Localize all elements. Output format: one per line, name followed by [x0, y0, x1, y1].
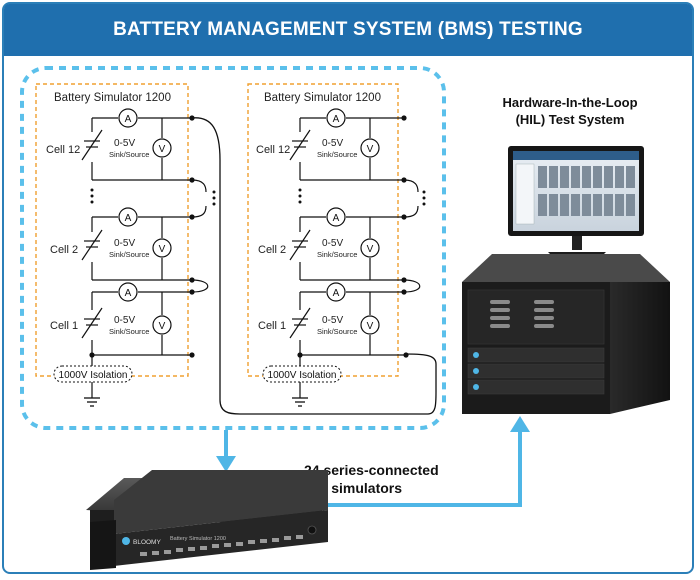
ammeter-label: A [333, 114, 340, 125]
ammeter-label: A [125, 288, 132, 299]
isolation-label: 1000V Isolation [59, 370, 128, 381]
cell-label: Cell 1 [50, 320, 78, 332]
voltmeter-label: V [367, 321, 374, 332]
page-title: BATTERY MANAGEMENT SYSTEM (BMS) TESTING [113, 19, 583, 40]
battery-simulator-device: BLOOMY Battery Simulator 1200 [86, 470, 328, 570]
monitor [508, 146, 644, 260]
cell-mode: Sink/Source [317, 250, 357, 259]
voltmeter [360, 315, 380, 335]
ammeter-label: A [125, 213, 132, 224]
simulator-title: Battery Simulator 1200 [54, 92, 171, 104]
link-arc [403, 205, 419, 218]
caption-line1: 24 series-connected [304, 462, 439, 478]
cell-source: 0-5V [322, 315, 343, 326]
caption-line2: cell simulators [304, 480, 402, 496]
cell-label: Cell 2 [258, 244, 286, 256]
device-model: Battery Simulator 1200 [170, 536, 226, 542]
link-arc [191, 205, 207, 218]
link-arc [191, 179, 207, 193]
link-arc [403, 279, 421, 293]
ground-icon [84, 397, 100, 407]
cell-label: Cell 12 [46, 144, 80, 156]
link-arc [191, 279, 209, 293]
cell-group-12 [81, 117, 192, 181]
ellipsis-dots [90, 188, 216, 206]
ammeter-label: A [125, 114, 132, 125]
cell-source: 0-5V [114, 138, 135, 149]
cell-mode: Sink/Source [109, 150, 149, 159]
cell-label: Cell 12 [256, 144, 290, 156]
arrow-down [216, 430, 236, 472]
voltmeter [360, 238, 380, 258]
cell-source: 0-5V [114, 238, 135, 249]
series-link-wire [191, 117, 437, 415]
ammeter [326, 207, 346, 227]
cell-group-2 [289, 216, 404, 281]
simulator-2: Battery Simulator 1200 A V Cell 12 0-5V … [247, 83, 426, 407]
cell-source: 0-5V [114, 315, 135, 326]
simulator-box [247, 83, 399, 377]
ammeter [118, 207, 138, 227]
ammeter [326, 108, 346, 128]
cell-mode: Sink/Source [317, 150, 357, 159]
simulator-title: Battery Simulator 1200 [264, 92, 381, 104]
ammeter-label: A [333, 288, 340, 299]
cell-mode: Sink/Source [109, 327, 149, 336]
hil-title-line1: Hardware-In-the-Loop [502, 95, 637, 110]
cell-source: 0-5V [322, 138, 343, 149]
voltmeter [152, 238, 172, 258]
test-cabinet [462, 254, 670, 414]
isolation-label: 1000V Isolation [268, 370, 337, 381]
voltmeter-label: V [367, 244, 374, 255]
ground-icon [292, 397, 308, 407]
simulator-1: Battery Simulator 1200 A V Cell 12 0-5V … [35, 83, 216, 407]
ammeter [326, 282, 346, 302]
outer-frame [2, 2, 694, 574]
voltmeter-label: V [367, 144, 374, 155]
ammeter [118, 108, 138, 128]
link-arc [403, 179, 419, 193]
ammeter-label: A [333, 213, 340, 224]
ellipsis-dots [298, 188, 426, 206]
voltmeter [152, 315, 172, 335]
cell-group-12 [289, 117, 404, 181]
circuit-region-outline [20, 66, 446, 430]
cell-source: 0-5V [322, 238, 343, 249]
cell-label: Cell 2 [50, 244, 78, 256]
device-brand: BLOOMY [133, 539, 161, 546]
voltmeter-label: V [159, 144, 166, 155]
cell-label: Cell 1 [258, 320, 286, 332]
header-bar: BATTERY MANAGEMENT SYSTEM (BMS) TESTING [4, 4, 692, 56]
cell-group-2 [81, 216, 192, 281]
voltmeter [360, 138, 380, 158]
arrow-up [328, 430, 522, 507]
voltmeter-label: V [159, 244, 166, 255]
cell-mode: Sink/Source [317, 327, 357, 336]
arrow-up-head [510, 416, 530, 432]
isolation-badge [262, 365, 342, 383]
hil-title-line2: (HIL) Test System [516, 112, 625, 127]
voltmeter [152, 138, 172, 158]
voltmeter-label: V [159, 321, 166, 332]
isolation-badge [53, 365, 133, 383]
ammeter [118, 282, 138, 302]
cell-mode: Sink/Source [109, 250, 149, 259]
